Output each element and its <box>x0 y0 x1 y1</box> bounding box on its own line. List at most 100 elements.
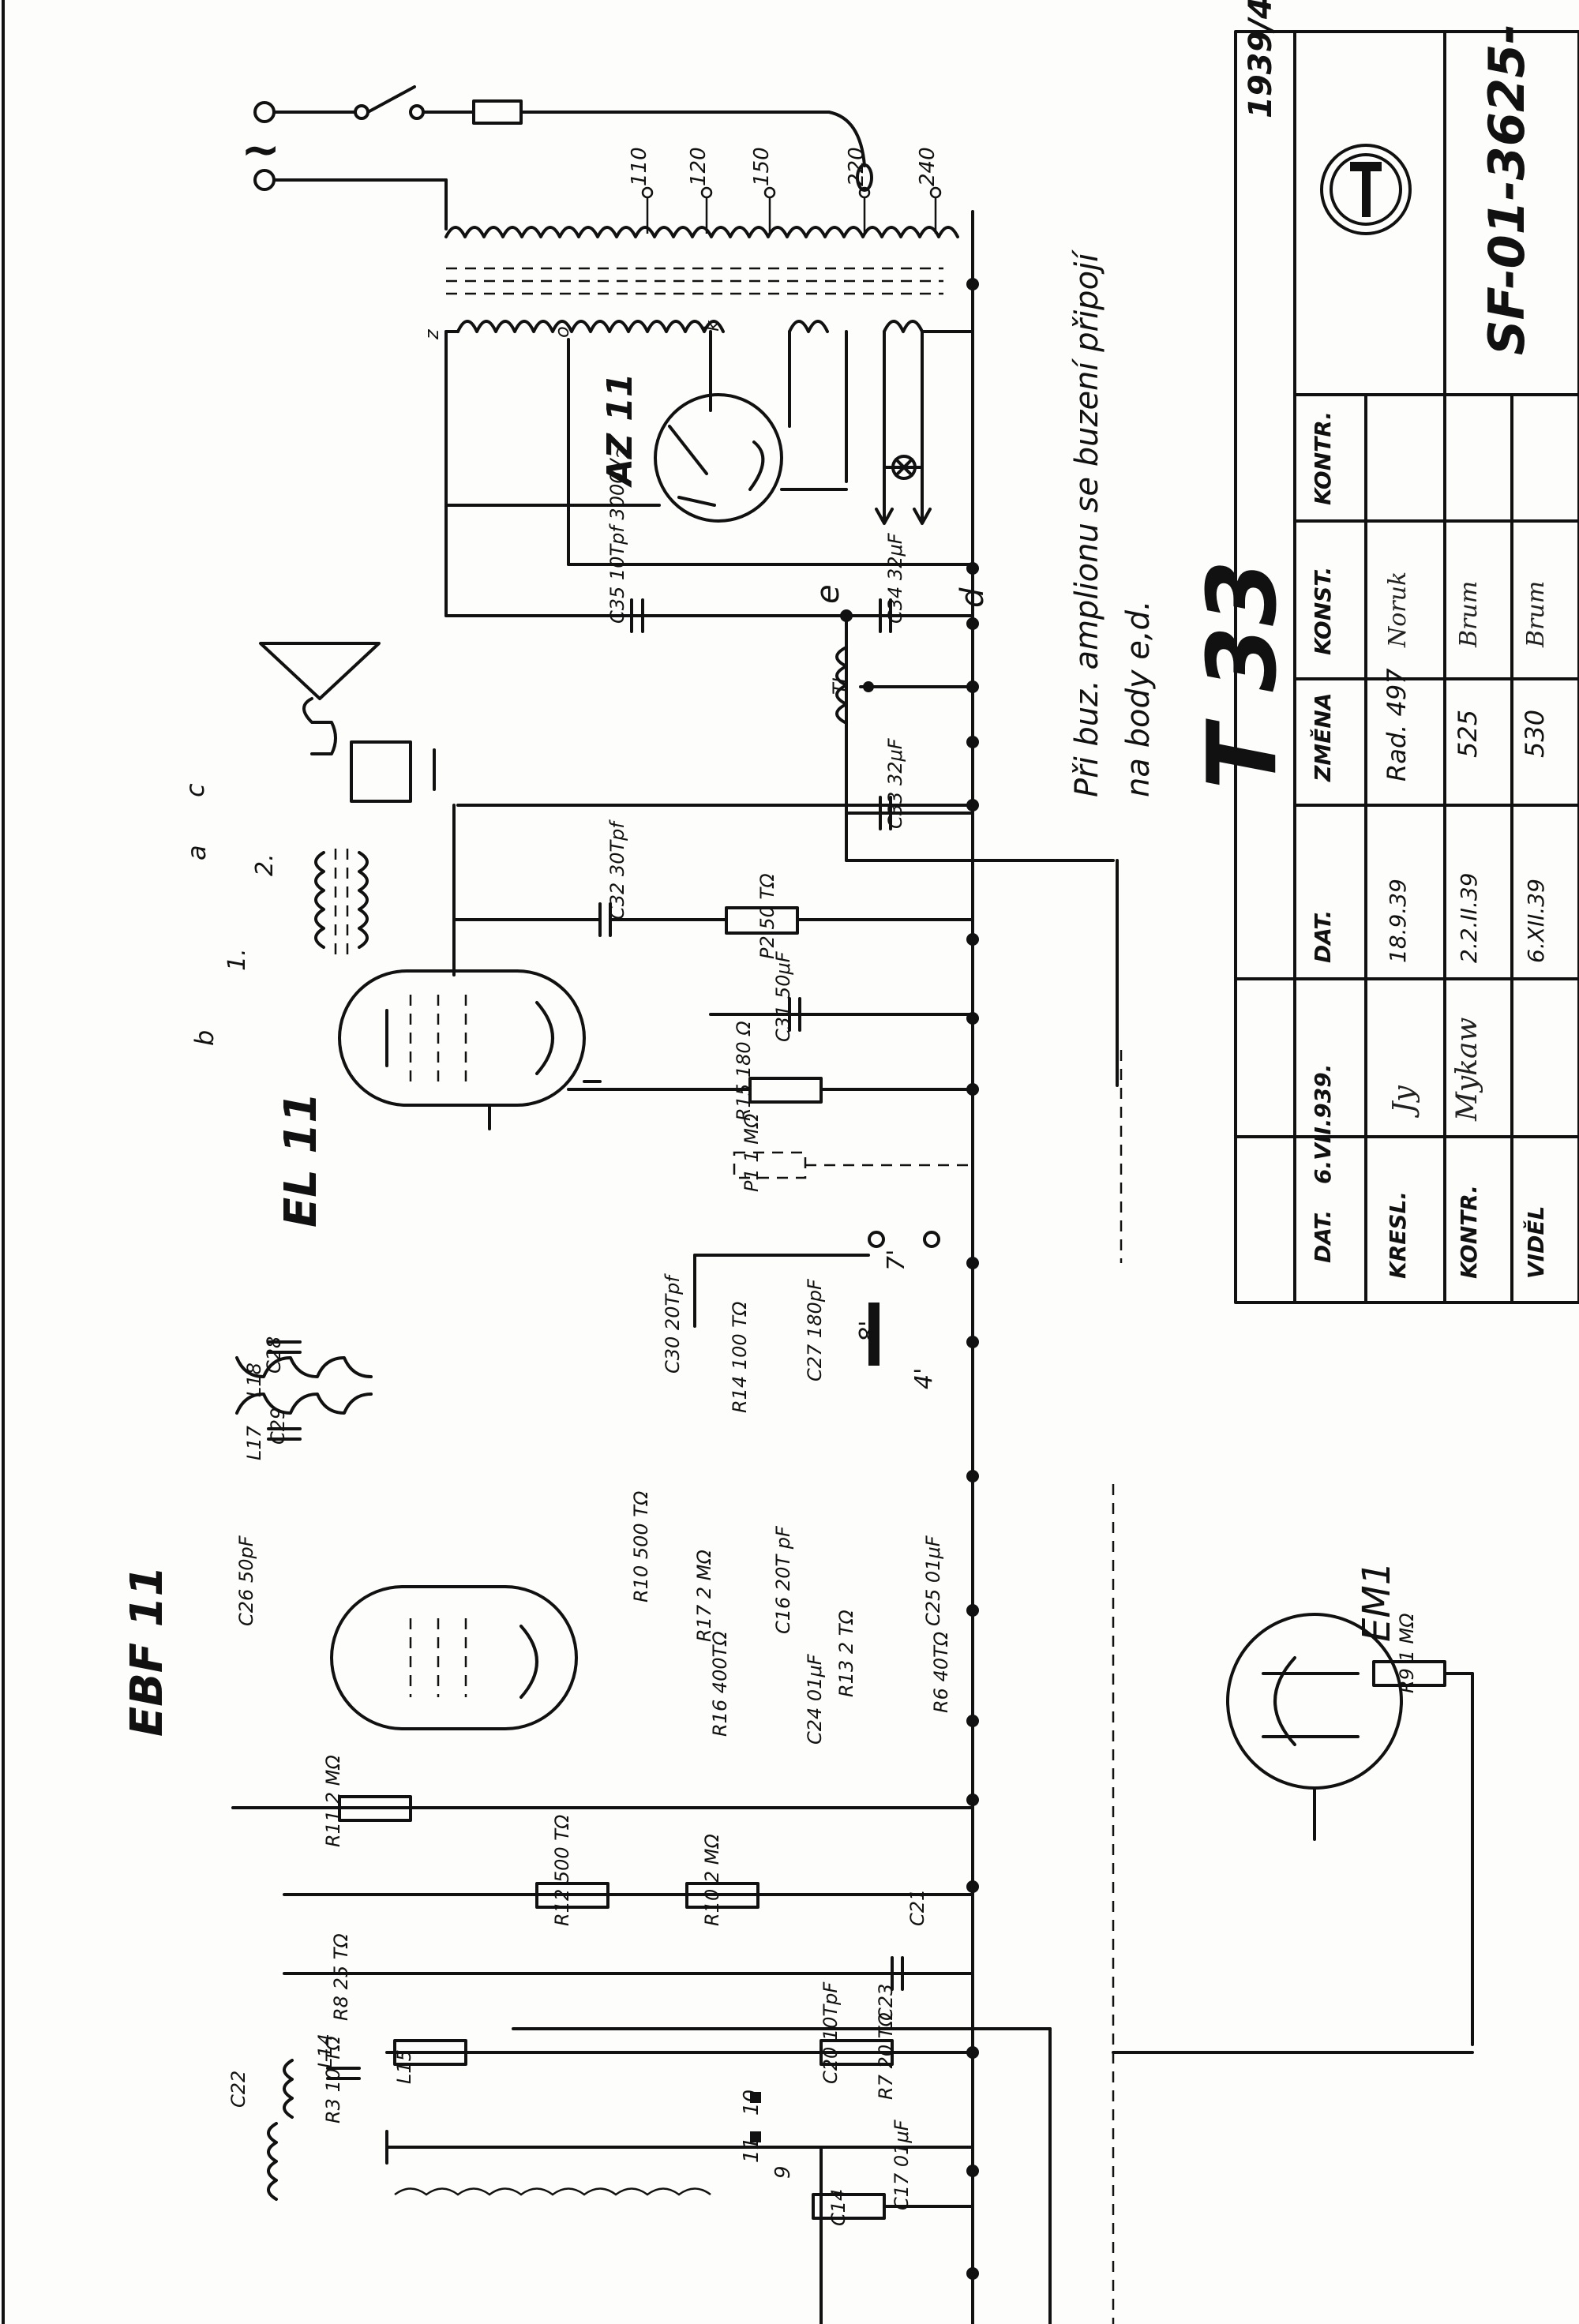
component-label-r12: R12 500 TΩ <box>551 1814 573 1926</box>
ebf11-tube <box>330 1585 578 1730</box>
terminal-8p: 8' <box>855 1321 883 1342</box>
component-label-c30: C30 20Tpf <box>662 1273 684 1374</box>
konst-signature-3: Brum <box>1522 581 1550 648</box>
change-row3-date: 6.XII.39 <box>1523 879 1549 963</box>
tone-control-network <box>452 902 974 937</box>
component-label-r7: R7 20 TΩ <box>875 2012 897 2100</box>
em1-label: EM1 <box>1355 1561 1399 1642</box>
drawing-number: SF-01-3625- <box>1478 24 1536 355</box>
konst-signature-2: Brum <box>1455 581 1483 648</box>
tap-240: 240 <box>916 147 940 186</box>
component-label-r9: R9 1 MΩ <box>1396 1613 1418 1693</box>
terminal-1: 1. <box>223 948 251 971</box>
terminal-a: a <box>182 845 212 860</box>
terminal-o: o <box>551 326 573 338</box>
terminal-d: d <box>955 587 991 608</box>
component-label-c26: C26 50pF <box>235 1535 257 1626</box>
changes-header-zmena: ZMĚNA <box>1309 693 1336 782</box>
change-row3-change: 530 <box>1520 710 1550 758</box>
title-block-changes: DAT. ZMĚNA KONST. KONTR. 18.9.39 Rad. 49… <box>1309 411 1550 963</box>
transformer-primary <box>444 186 959 295</box>
component-label-l14: L14 <box>314 2034 336 2068</box>
component-label-c17: C17 01μF <box>891 2119 913 2210</box>
tap-110: 110 <box>628 147 651 186</box>
el11-cathode-network <box>567 997 974 1104</box>
terminal-9: 9 <box>771 2165 795 2179</box>
grid-row-kresl: KRESL. <box>1385 1191 1411 1279</box>
mains-symbol: ~ <box>241 122 280 178</box>
volume-pot-p1 <box>733 1151 973 1179</box>
speaker <box>259 642 436 803</box>
el11-output-tube <box>338 965 602 1130</box>
title-block-left-grid: DAT. 6.VII.939. KRESL. KONTR. VIDĚL Jy M… <box>1310 1018 1549 1279</box>
model-title: T 33 <box>1188 560 1298 789</box>
component-label-c32: C32 30Tpf <box>606 819 628 920</box>
component-label-c28: C28 <box>263 1336 285 1374</box>
component-label-r15: R15 180 Ω <box>733 1021 755 1121</box>
component-label-r11: R11 2 MΩ <box>322 1755 344 1847</box>
pickup-switch <box>693 1231 940 1366</box>
component-label-c14: C14 <box>827 2189 850 2226</box>
az11-label: AZ 11 <box>600 373 640 488</box>
year-label: 1939/40 <box>1243 0 1279 118</box>
grid-row-kontr: KONTR. <box>1456 1185 1482 1279</box>
tap-120: 120 <box>687 147 711 186</box>
component-label-r16: R16 400TΩ <box>709 1631 731 1737</box>
terminal-b: b <box>189 1030 219 1046</box>
component-label-p1: P1 1 MΩ <box>741 1113 763 1192</box>
terminal-10: 10 <box>740 2090 763 2116</box>
changes-header-dat: DAT. <box>1310 910 1336 963</box>
component-label-c22: C22 <box>227 2071 249 2108</box>
component-label-r10: R10 500 TΩ <box>630 1490 652 1602</box>
component-label-r10: R10 2 MΩ <box>701 1834 723 1926</box>
change-row1-date: 18.9.39 <box>1385 879 1411 963</box>
changes-header-konst: KONST. <box>1310 567 1336 655</box>
changes-header-kontr: KONTR. <box>1310 411 1336 505</box>
terminal-7p: 7' <box>883 1250 910 1271</box>
title-block-frame <box>1234 30 1579 1304</box>
component-label-c35: C35 10Tpf 3000V~ <box>606 443 628 624</box>
terminal-labels: a b c d e o k z 1. 2. 4' 7' 8' 9 10 11 <box>180 320 991 2179</box>
grid-header-date: 6.VII.939. <box>1310 1064 1336 1184</box>
grid-row-videl: VIDĚL <box>1522 1206 1549 1279</box>
component-label-r17: R17 2 MΩ <box>693 1550 715 1642</box>
tap-220: 220 <box>845 147 868 186</box>
signature-kresl: Jy <box>1388 1085 1420 1119</box>
ebf11-label: EBF 11 <box>122 1565 173 1737</box>
terminal-2: 2. <box>251 853 279 876</box>
transformer-secondary <box>444 320 974 617</box>
konst-signature-1: Noruk <box>1384 572 1412 648</box>
terminal-z: z <box>421 328 443 340</box>
component-label-c31: C31 50μF <box>772 950 794 1042</box>
change-row2-date: 2.2.II.39 <box>1456 873 1482 963</box>
component-label-r3: R3 10 TΩ <box>322 2036 344 2123</box>
pilot-lamp <box>875 455 932 525</box>
terminal-c: c <box>180 783 210 797</box>
note-line1: Při buz. amplionu se buzení připojí <box>1069 249 1105 797</box>
az11-rectifier-tube <box>444 393 848 523</box>
note-line2: na body e,d. <box>1120 600 1157 797</box>
terminal-e: e <box>810 584 846 604</box>
component-label-c33: C33 32μF <box>884 737 906 829</box>
change-row2-change: 525 <box>1453 710 1483 758</box>
mains-input <box>253 85 873 231</box>
component-label-c25: C25 01μF <box>922 1535 944 1626</box>
component-label-p2: P2 50 TΩ <box>756 873 778 959</box>
component-label-r6: R6 40TΩ <box>930 1631 952 1713</box>
grid-header-dat: DAT. <box>1310 1210 1336 1263</box>
component-label-c20: C20 10TpF <box>820 1981 842 2084</box>
em1-tuning-indicator <box>1226 1613 1474 2046</box>
el11-label: EL 11 <box>276 1093 327 1228</box>
tap-150: 150 <box>750 147 774 186</box>
component-label-r13: R13 2 TΩ <box>835 1610 857 1697</box>
component-label-c24: C24 01μF <box>804 1653 826 1745</box>
component-label-tl: TL <box>829 673 851 695</box>
component-label-c29: C29 <box>267 1408 289 1445</box>
filter-section <box>444 598 1119 1087</box>
transformer-tap-labels: 110 120 150 220 240 <box>628 147 940 186</box>
component-label-c16: C16 20T pF <box>772 1525 794 1634</box>
terminal-k: k <box>701 320 723 332</box>
